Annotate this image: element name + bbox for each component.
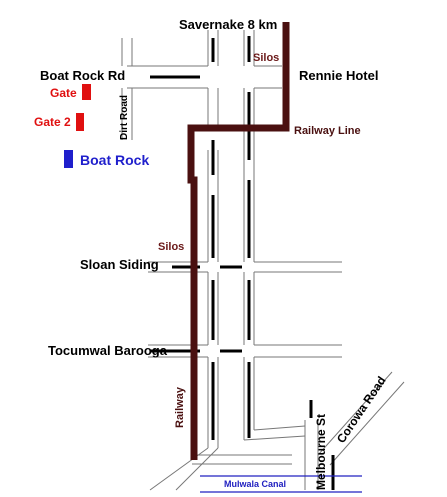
silos-mid-label: Silos: [158, 241, 184, 253]
gate-marker: [82, 84, 91, 100]
boat-rock-rd-label: Boat Rock Rd: [40, 68, 125, 83]
tocumwal-barooga-label: Tocumwal Barooga: [48, 343, 168, 358]
gate-label: Gate: [50, 86, 77, 100]
sloan-siding-label: Sloan Siding: [80, 257, 159, 272]
railway-line: [187, 22, 290, 460]
mulwala-canal-label: Mulwala Canal: [224, 479, 286, 489]
road-edges: [121, 30, 405, 491]
corowa-road-label: Corowa Road: [334, 374, 389, 446]
boat-rock-marker: [64, 150, 73, 168]
rennie-hotel-label: Rennie Hotel: [299, 68, 378, 83]
gate2-marker: [76, 113, 84, 131]
silos-top-label: Silos: [253, 52, 279, 64]
railway-label: Railway: [174, 386, 186, 428]
railway-line-label: Railway Line: [294, 125, 361, 137]
savernake-label: Savernake 8 km: [179, 17, 277, 32]
dirt-road-label: Dirt Road: [119, 95, 130, 140]
melbourne-st-label: Melbourne St: [314, 414, 328, 490]
gate2-label: Gate 2: [34, 115, 71, 129]
boat-rock-label: Boat Rock: [80, 152, 149, 168]
mulwala-canal: [200, 475, 362, 493]
